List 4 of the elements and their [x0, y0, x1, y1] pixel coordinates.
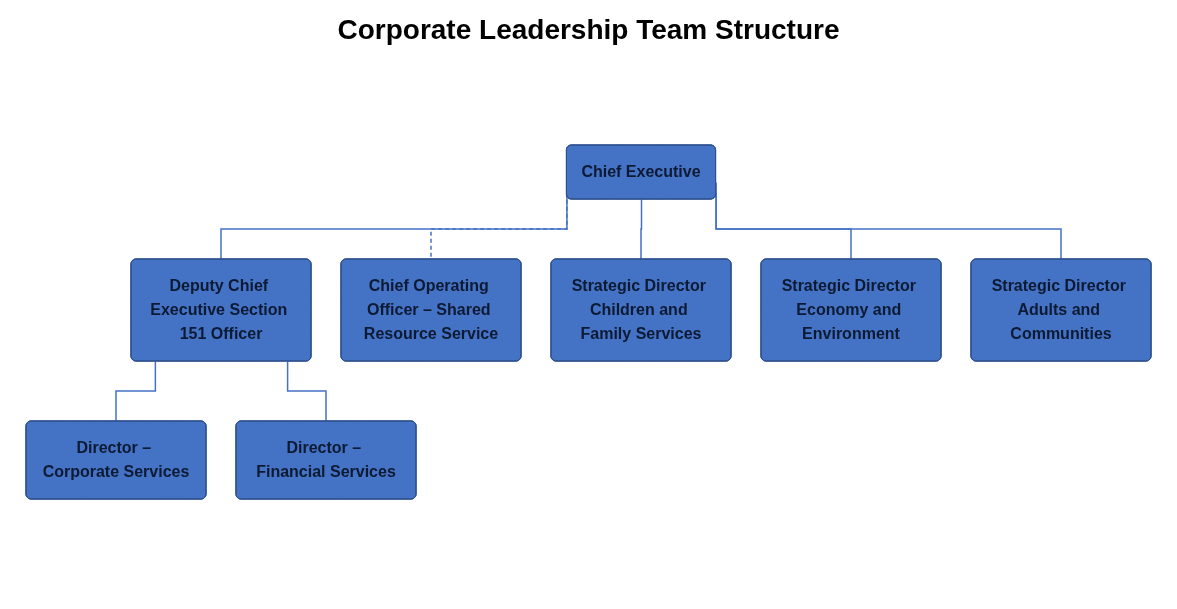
connector	[286, 360, 328, 423]
connector	[115, 360, 157, 423]
connector	[640, 198, 643, 261]
diagram-title: Corporate Leadership Team Structure	[336, 14, 841, 46]
